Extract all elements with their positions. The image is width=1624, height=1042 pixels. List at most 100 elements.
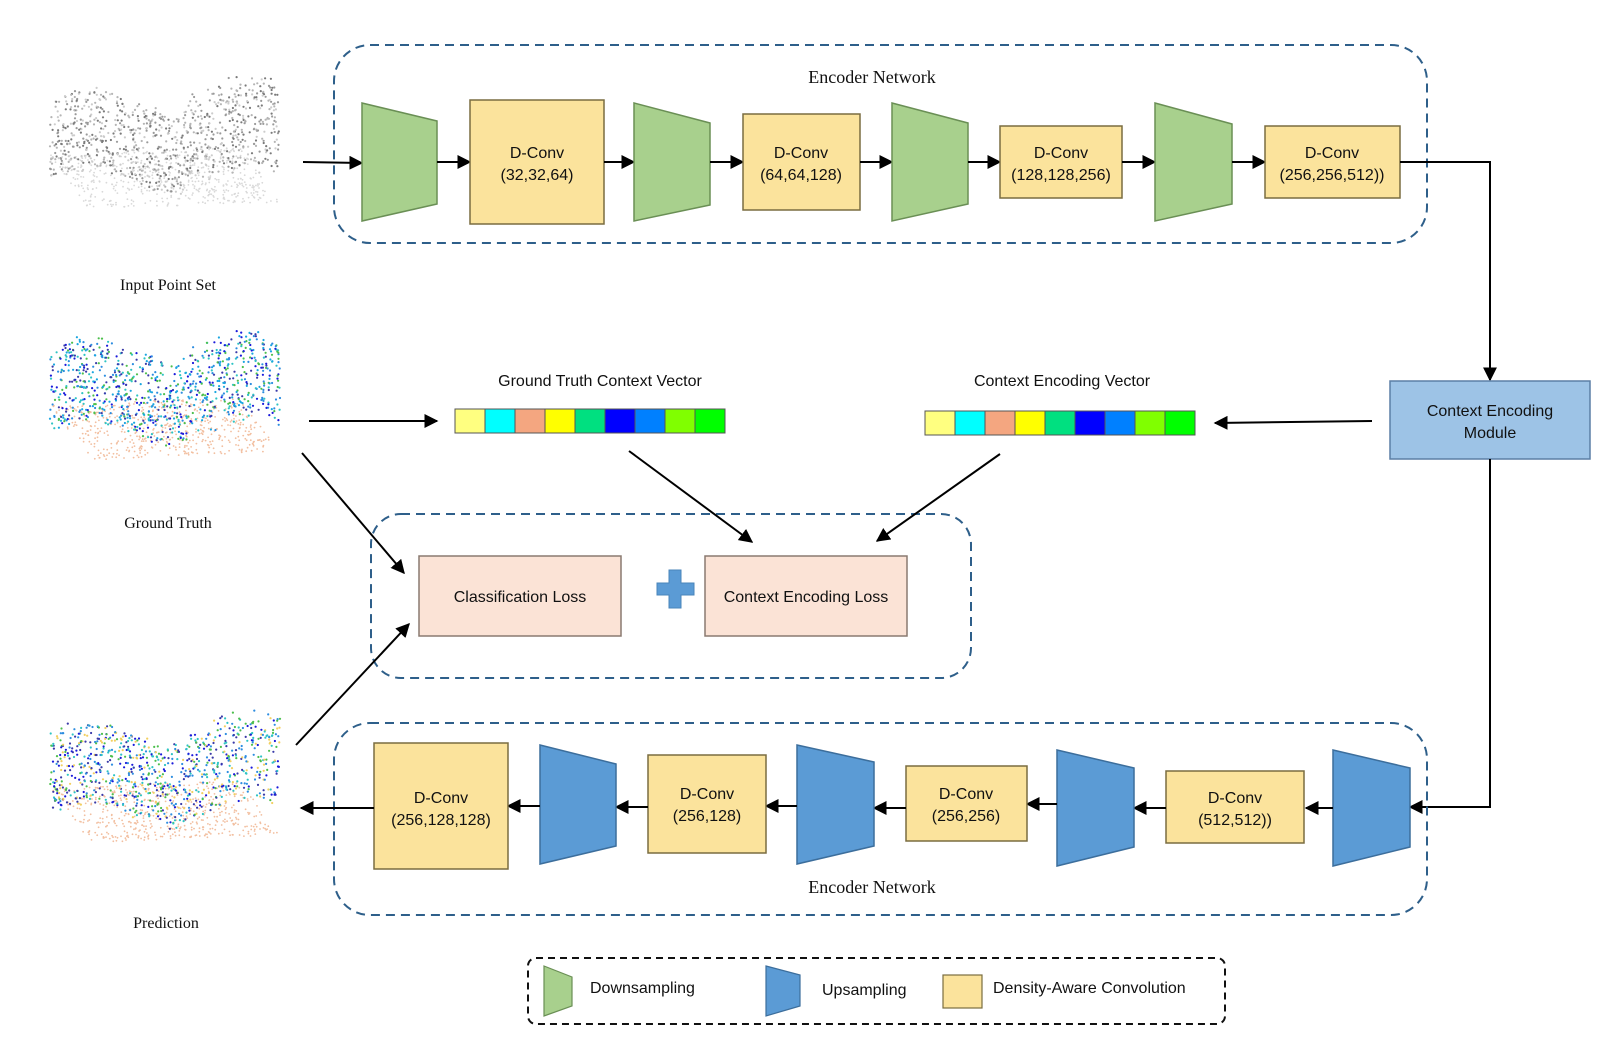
gt-cloud-point (254, 333, 257, 336)
pred-cloud-point (252, 825, 255, 828)
pred-cloud-point (188, 768, 191, 771)
pred-cloud-point (208, 802, 211, 804)
pred-cloud-point (121, 840, 124, 843)
input-cloud-point (244, 158, 247, 162)
gt-cloud-point (195, 382, 198, 385)
pred-cloud-point (123, 814, 126, 817)
input-cloud-point (227, 157, 230, 160)
gt-cloud-point (240, 331, 243, 334)
pred-cloud-point (190, 828, 193, 831)
input-cloud-point (143, 136, 146, 139)
pred-cloud-point (147, 787, 150, 790)
input-cloud-point (156, 204, 158, 207)
input-cloud-point (99, 169, 102, 172)
input-cloud-point (224, 108, 227, 111)
pred-cloud-point (150, 753, 153, 756)
input-cloud-point (236, 102, 239, 105)
gt-cloud-point (54, 389, 57, 393)
input-cloud-point (184, 114, 187, 117)
gt-cloud-point (227, 407, 230, 410)
input-cloud-point (191, 159, 194, 162)
input-cloud-point (55, 155, 58, 158)
pred-cloud-point (199, 743, 202, 747)
pred-cloud-point (78, 778, 81, 781)
pred-cloud-point (142, 815, 145, 817)
pred-cloud-point (83, 780, 86, 783)
input-cloud-point (90, 143, 93, 146)
pred-cloud-point (175, 789, 178, 792)
gt-cloud-point (59, 357, 62, 360)
pred-cloud-point (209, 748, 212, 751)
input-cloud-point (244, 119, 247, 122)
pred-cloud-point (224, 717, 227, 720)
input-cloud-point (217, 149, 220, 152)
pred-cloud-point (128, 790, 131, 792)
input-cloud-point (273, 105, 276, 108)
input-cloud-point (166, 154, 169, 157)
input-cloud-point (222, 170, 225, 173)
pred-cloud-point (129, 792, 132, 795)
gt-cloud-point (169, 431, 172, 434)
pred-cloud-point (195, 753, 198, 756)
pred-cloud-point (97, 821, 99, 824)
gt-cloud-point (178, 443, 181, 445)
gt-cloud-point (161, 430, 164, 434)
pred-cloud-point (124, 734, 127, 738)
input-cloud-point (143, 187, 146, 190)
gt-cloud-point (262, 450, 264, 453)
decoder-conv-3-params: (256,128) (673, 808, 742, 825)
gt-cloud-point (109, 376, 112, 379)
input-cloud-point (239, 87, 242, 90)
pred-cloud-point (190, 801, 193, 803)
gt-cloud-point (254, 387, 257, 390)
input-cloud-point (217, 147, 220, 150)
gt-cloud-point (108, 386, 111, 389)
gt-cloud-point (214, 416, 217, 418)
input-cloud-point (243, 174, 246, 177)
pred-cloud-point (83, 764, 86, 767)
gt-cloud-point (115, 367, 119, 370)
gt-cloud-point (267, 403, 270, 406)
gt-cloud-point (85, 418, 88, 421)
gt-cloud-point (262, 399, 265, 402)
legend-density-conv-label: Density-Aware Convolution (993, 980, 1186, 997)
input-cloud-point (174, 154, 177, 157)
pred-cloud-point (257, 720, 260, 723)
pred-cloud-point (74, 735, 77, 738)
gt-cloud-point (204, 394, 207, 397)
gt-cloud-point (102, 384, 106, 387)
gt-cloud-point (63, 344, 66, 347)
input-cloud-point (193, 141, 196, 144)
pred-cloud-point (137, 737, 141, 740)
pred-cloud-point (156, 783, 160, 786)
gt-cloud-point (124, 388, 127, 391)
input-cloud-point (260, 78, 263, 81)
input-cloud-point (51, 141, 54, 144)
gt-cloud-point (182, 357, 185, 360)
input-cloud-point (76, 173, 78, 176)
pred-cloud-point (141, 809, 144, 812)
gt-cloud-point (128, 396, 131, 399)
input-cloud-point (233, 93, 236, 96)
gt-cloud-point (186, 380, 189, 383)
input-cloud-point (85, 138, 88, 141)
pred-cloud-point (273, 793, 276, 796)
legend-downsampling-icon (543, 965, 573, 1017)
input-cloud-point (144, 167, 147, 170)
pred-cloud-point (164, 793, 167, 796)
gt-cloud-point (81, 349, 84, 352)
gt-cloud-point (79, 437, 81, 440)
gt-cloud-point (173, 411, 176, 414)
input-cloud-point (219, 201, 222, 204)
gt-cloud-point (238, 335, 241, 338)
gt-cloud-point (134, 432, 137, 434)
input-cloud-point (73, 90, 77, 93)
input-cloud-point (139, 127, 142, 130)
input-cloud-point (142, 146, 145, 149)
input-cloud-point (192, 192, 194, 195)
pred-cloud-point (238, 717, 241, 720)
gt-cloud-point (271, 411, 274, 414)
gt-cloud-point (223, 400, 226, 403)
input-cloud-point (163, 172, 166, 175)
pred-cloud-point (269, 788, 272, 791)
